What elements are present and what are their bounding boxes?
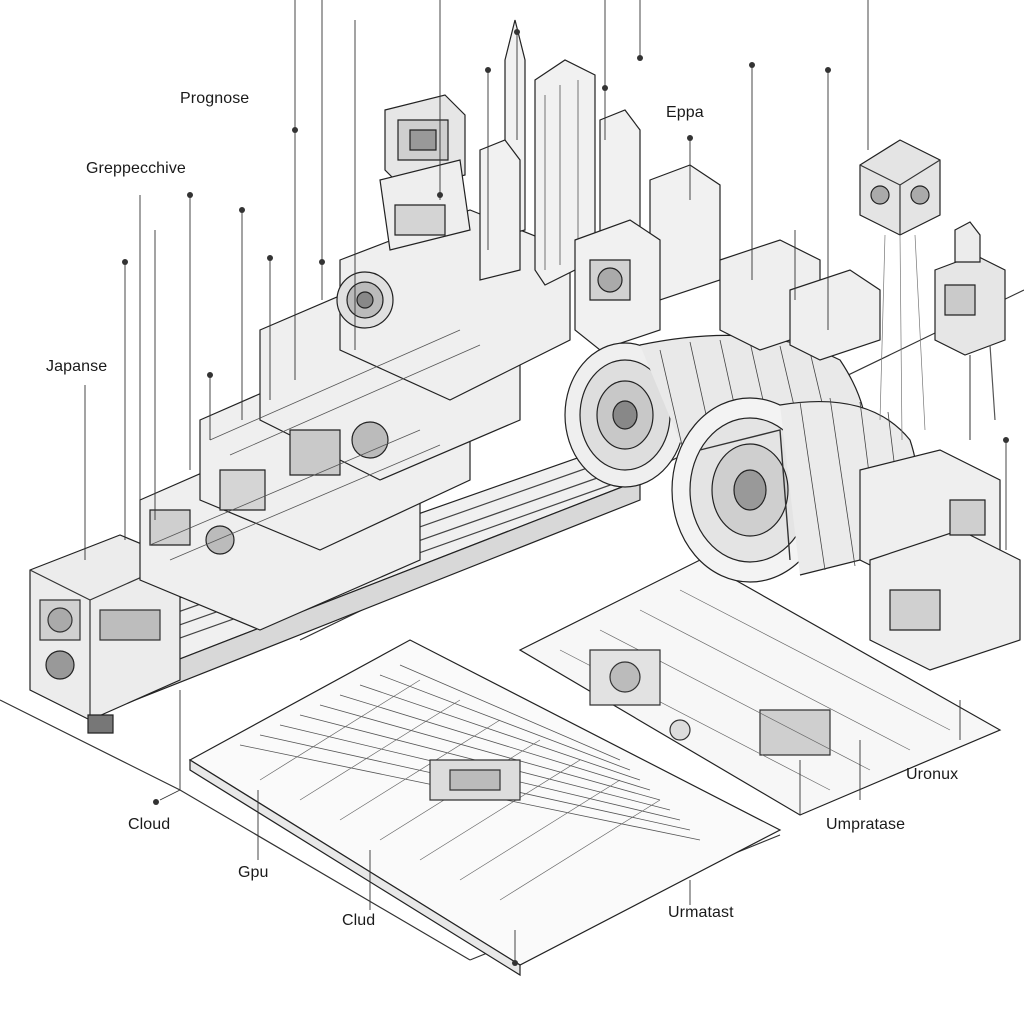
label-cloud: Cloud — [128, 816, 171, 833]
label-clud: Clud — [342, 912, 376, 929]
right-buildings — [720, 240, 1020, 670]
right-tower — [935, 222, 1005, 440]
callout-pins — [122, 29, 1009, 966]
label-eppa: Eppa — [666, 104, 704, 121]
label-japanse: Japanse — [46, 358, 108, 375]
callout-lines — [85, 0, 1006, 965]
label-gpu: Gpu — [238, 864, 269, 881]
label-greppecchive: Greppecchive — [86, 160, 186, 177]
skyscrapers — [480, 20, 720, 350]
label-urmatast: Urmatast — [668, 904, 734, 921]
label-umpratase: Umpratase — [826, 816, 906, 833]
circuit-board — [190, 640, 780, 975]
label-prognose: Prognose — [180, 90, 250, 107]
label-uronux: Uronux — [906, 766, 959, 783]
floating-drone — [860, 140, 940, 440]
module-cluster — [140, 210, 570, 630]
right-plate — [520, 560, 1000, 815]
lens-module — [337, 272, 393, 328]
sensor-tower — [380, 95, 470, 250]
